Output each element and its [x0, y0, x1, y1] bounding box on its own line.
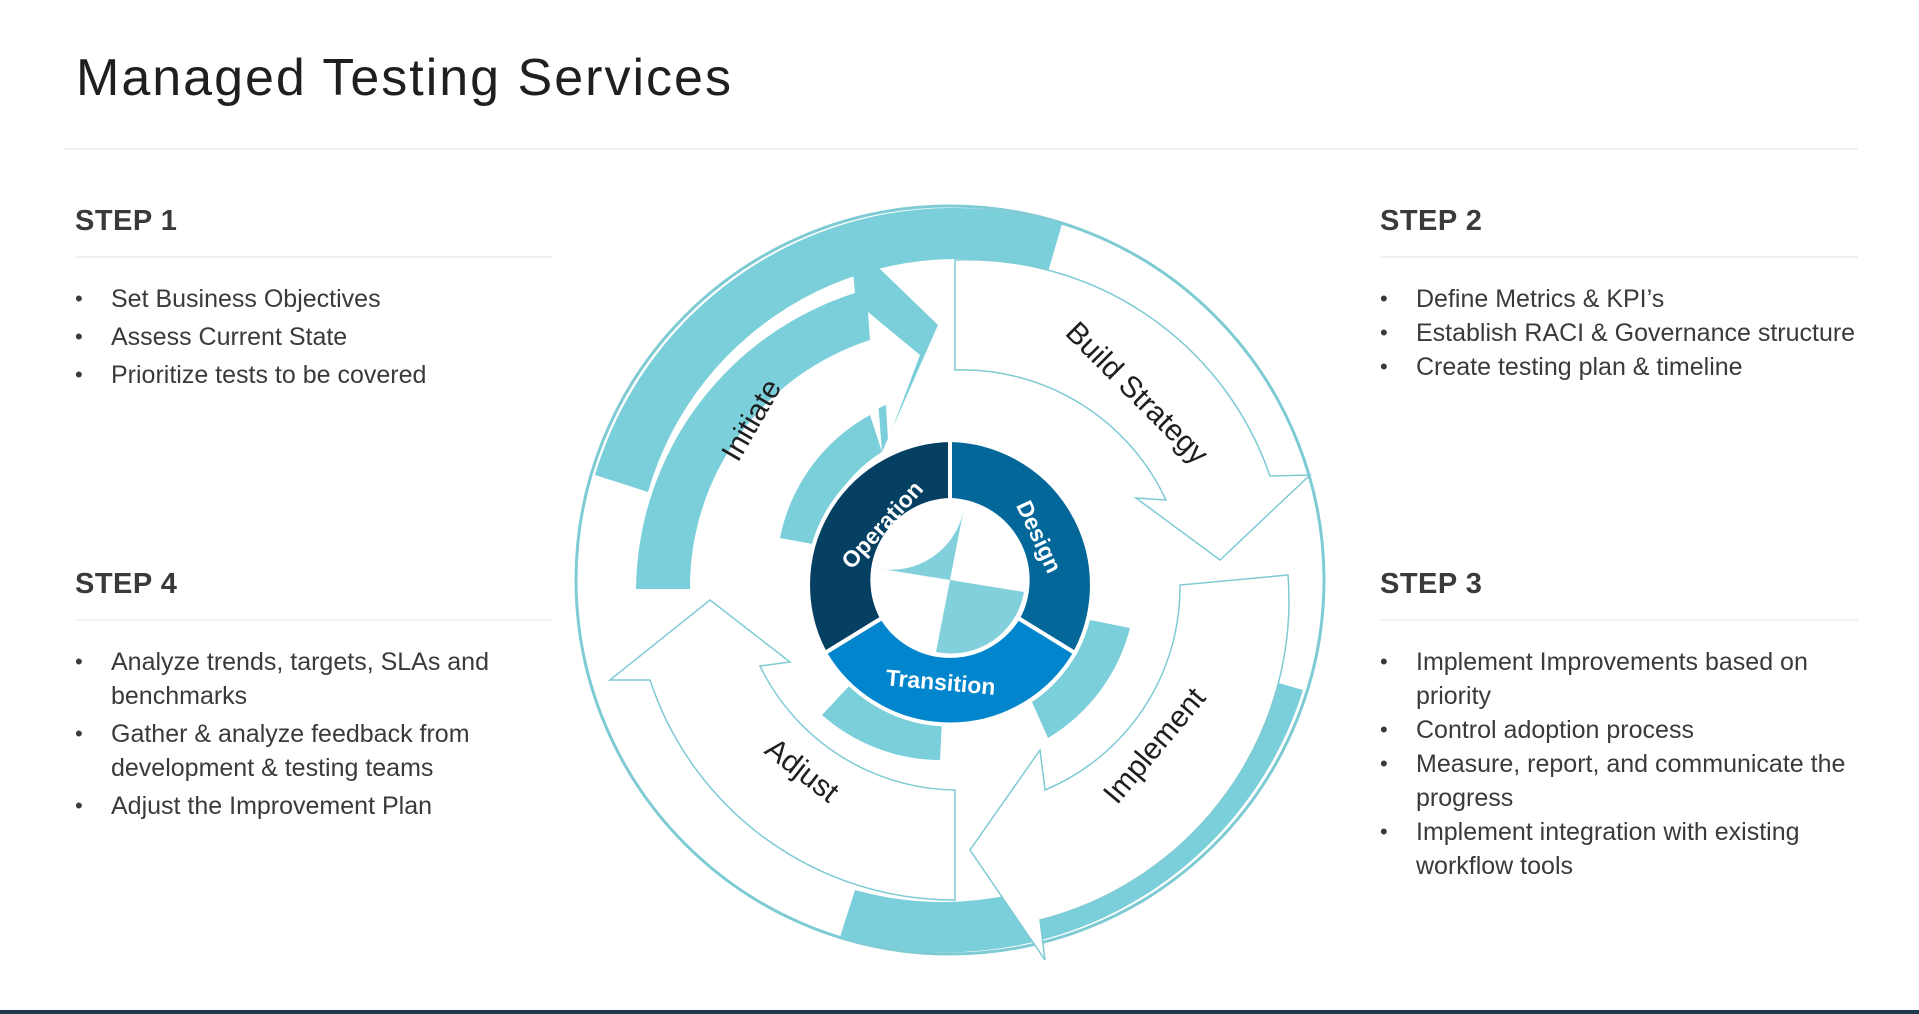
inner-band	[780, 415, 882, 545]
cycle-diagram: Initiate Build Strategy Implement Adjust…	[574, 204, 1326, 960]
step-2-panel: STEP 2 Define Metrics & KPI’s Establish …	[1380, 205, 1860, 384]
list-item: Implement Improvements based on priority	[1380, 645, 1860, 713]
step-1-list: Set Business Objectives Assess Current S…	[75, 282, 555, 392]
step-4-list: Analyze trends, targets, SLAs and benchm…	[75, 645, 555, 823]
step-1-title: STEP 1	[75, 205, 178, 237]
build-strategy-arrow	[954, 259, 1312, 561]
operation-segment	[806, 437, 952, 656]
list-item: Implement integration with existing work…	[1380, 815, 1860, 883]
list-item: Control adoption process	[1380, 713, 1860, 747]
list-item: Create testing plan & timeline	[1380, 350, 1860, 384]
step-1-panel: STEP 1 Set Business Objectives Assess Cu…	[75, 205, 555, 396]
list-item: Prioritize tests to be covered	[75, 358, 555, 392]
step-2-divider	[1380, 256, 1858, 258]
initiate-inner	[689, 312, 920, 590]
step-3-panel: STEP 3 Implement Improvements based on p…	[1380, 568, 1860, 883]
step-3-divider	[1380, 619, 1858, 621]
adjust-arrow	[607, 599, 956, 901]
step-1-divider	[75, 256, 553, 258]
step-3-title: STEP 3	[1380, 568, 1483, 600]
step-4-title: STEP 4	[75, 568, 178, 600]
center-quadrant-top	[875, 508, 964, 580]
bottom-bar	[0, 1010, 1919, 1014]
implement-arrow	[969, 574, 1290, 960]
step-4-panel: STEP 4 Analyze trends, targets, SLAs and…	[75, 568, 555, 827]
inner-band-right	[1032, 620, 1130, 738]
list-item: Measure, report, and communicate the pro…	[1380, 747, 1860, 815]
list-item: Adjust the Improvement Plan	[75, 789, 555, 823]
list-item: Analyze trends, targets, SLAs and benchm…	[75, 645, 555, 713]
step-2-title: STEP 2	[1380, 205, 1483, 237]
step-3-list: Implement Improvements based on priority…	[1380, 645, 1860, 883]
title-divider	[64, 148, 1858, 150]
list-item: Establish RACI & Governance structure	[1380, 316, 1860, 350]
inner-band-bottom	[822, 685, 942, 760]
step-4-divider	[75, 619, 553, 621]
center-quadrant-bottom	[936, 580, 1024, 654]
step-2-list: Define Metrics & KPI’s Establish RACI & …	[1380, 282, 1860, 384]
list-item: Set Business Objectives	[75, 282, 555, 316]
page-title: Managed Testing Services	[76, 49, 733, 107]
list-item: Define Metrics & KPI’s	[1380, 282, 1860, 316]
list-item: Gather & analyze feedback from developme…	[75, 717, 555, 785]
design-segment	[948, 437, 1094, 656]
outer-band-top-left	[595, 207, 1062, 492]
list-item: Assess Current State	[75, 320, 555, 354]
